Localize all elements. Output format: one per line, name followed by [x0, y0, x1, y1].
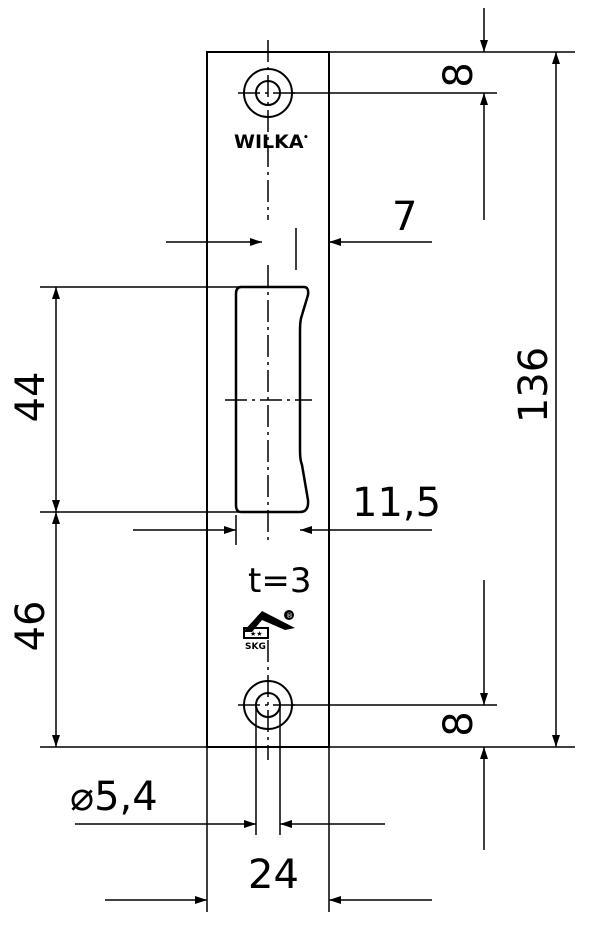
- skg-registered-mark: ®: [286, 612, 293, 620]
- dim-latch-height: 44: [8, 372, 54, 423]
- dim-total-height: 136: [511, 347, 557, 423]
- dim-bottom-section: 46: [8, 601, 54, 652]
- center-lines: [225, 40, 312, 760]
- brand-registered-mark: •: [303, 133, 309, 143]
- dim-top-hole-offset: 8: [436, 62, 482, 87]
- brand-label: WILKA: [234, 131, 304, 153]
- latch-opening: [234, 285, 310, 514]
- skg-logo-icon: ★★ SKG ®: [243, 610, 295, 652]
- dim-bottom-hole-offset: 8: [436, 711, 482, 736]
- svg-text:★★: ★★: [250, 630, 263, 638]
- dim-latch-width: 7: [392, 194, 417, 240]
- dimension-lines: [40, 8, 575, 912]
- dim-thickness: t=3: [248, 561, 311, 601]
- dim-plate-width: 24: [248, 852, 299, 898]
- dim-hole-diameter: ⌀5,4: [70, 774, 158, 820]
- skg-logo-text: SKG: [245, 642, 266, 652]
- dim-plate-thickness: 11,5: [352, 480, 441, 526]
